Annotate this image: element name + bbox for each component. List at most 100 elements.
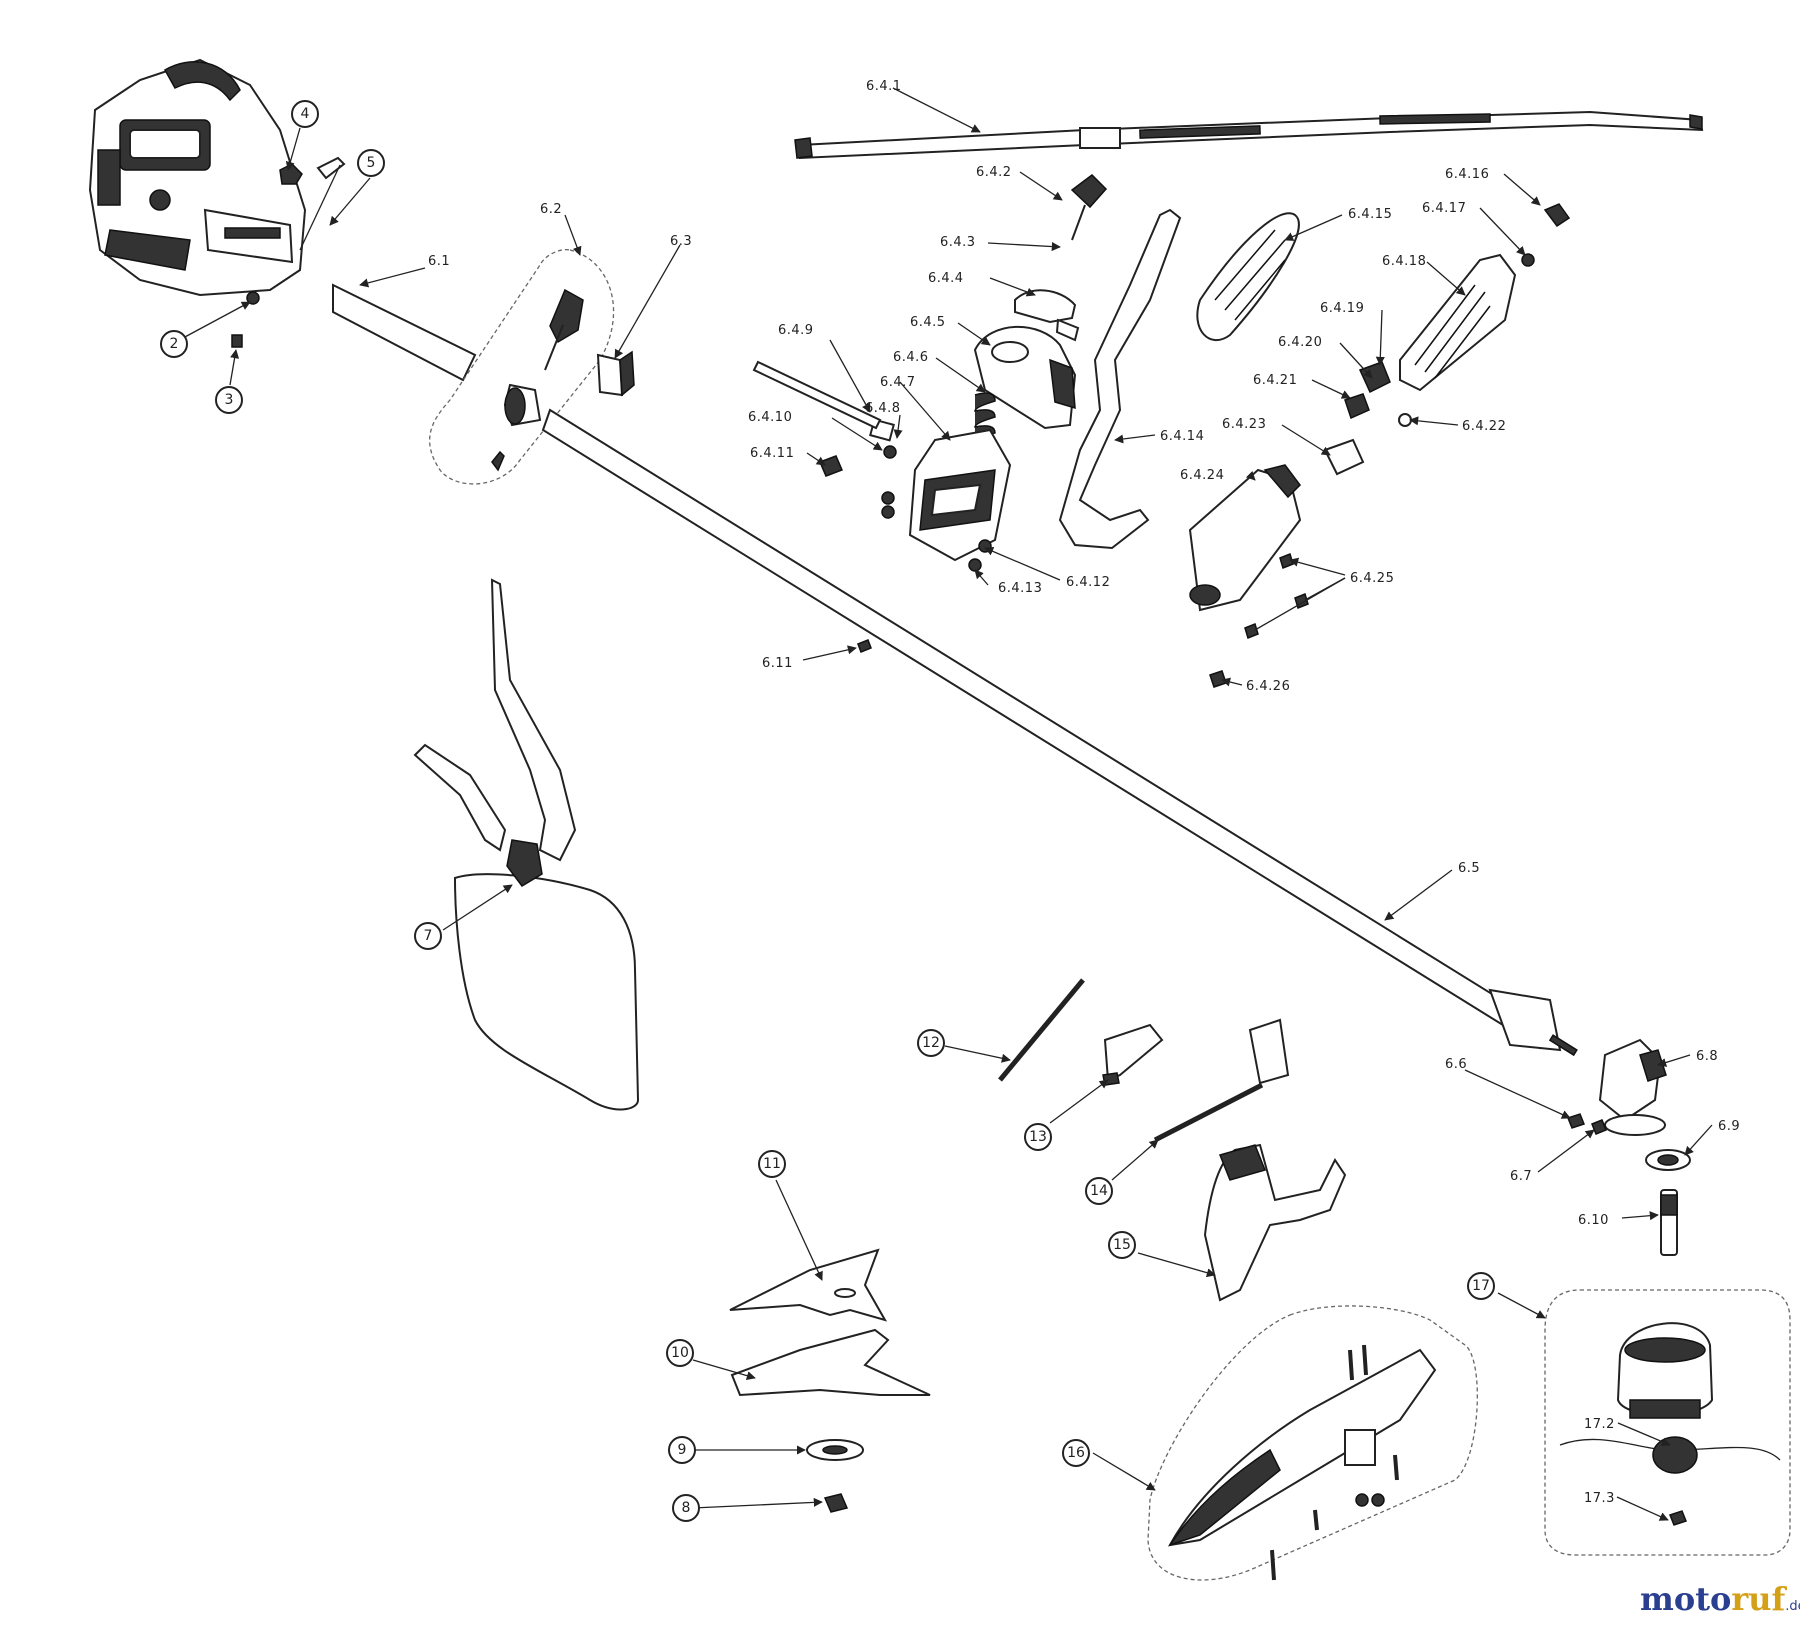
label-6-4-11: 6.4.11 [750, 446, 794, 461]
small-nut-2 [246, 291, 260, 305]
part-11-blade [729, 1248, 888, 1322]
label-6-4-7: 6.4.7 [880, 375, 916, 390]
callout-12: 12 [917, 1029, 945, 1057]
svg-text:13: 13 [1029, 1129, 1047, 1145]
part-17-trimmer-head-group [1544, 1289, 1791, 1556]
parts-6-4-19-to-23 [1323, 361, 1412, 476]
svg-text:5: 5 [367, 155, 376, 171]
svg-text:15: 15 [1113, 1237, 1131, 1253]
shoulder-harness-7 [413, 578, 640, 1111]
label-6-4-22: 6.4.22 [1462, 419, 1506, 434]
part-6-2-group [429, 249, 615, 485]
leader-lines [182, 87, 1713, 1521]
part-13-bracket [1102, 1023, 1164, 1086]
callout-11: 11 [758, 1150, 786, 1178]
part-6-4-9-cable [752, 360, 882, 430]
small-nuts-6-4-12-13 [881, 491, 992, 572]
label-6-4-13: 6.4.13 [998, 581, 1042, 596]
label-6-4-4: 6.4.4 [928, 271, 964, 286]
part-6-4-5-clamp [973, 325, 1077, 430]
part-6-4-17 [1521, 253, 1535, 267]
part-6-6 [1567, 1113, 1585, 1129]
circled-callouts: 2 3 4 5 7 8 9 10 11 12 13 14 15 16 17 [160, 100, 1495, 1522]
label-6-4-21: 6.4.21 [1253, 373, 1297, 388]
label-6-4-16: 6.4.16 [1445, 167, 1489, 182]
svg-text:14: 14 [1090, 1183, 1108, 1199]
part-14-wrench [1153, 1018, 1290, 1143]
label-6-2: 6.2 [540, 202, 562, 217]
part-6-4-6-spring [974, 392, 996, 440]
label-6-4-19: 6.4.19 [1320, 301, 1364, 316]
screws-6-4-25 [1244, 552, 1309, 640]
part-6-7 [1591, 1119, 1607, 1135]
svg-text:motoruf.de: motoruf.de [1640, 1580, 1800, 1618]
label-6-5: 6.5 [1458, 861, 1480, 876]
part-6-4-1-throttle-cable [794, 110, 1704, 160]
motoruf-watermark: motoruf.de [1640, 1580, 1800, 1618]
part-6-4-11 [819, 455, 843, 477]
svg-text:9: 9 [678, 1442, 687, 1458]
svg-text:4: 4 [301, 106, 310, 122]
part-number-labels: 6.4.1 6.4.2 6.4.3 6.4.4 6.4.5 6.4.6 6.4.… [428, 79, 1740, 1506]
part-6-4-18-handle-housing [1399, 253, 1517, 392]
label-6-4-23: 6.4.23 [1222, 417, 1266, 432]
callout-17: 17 [1467, 1272, 1495, 1300]
label-6-4-26: 6.4.26 [1246, 679, 1290, 694]
svg-text:7: 7 [424, 928, 433, 944]
callout-5: 5 [357, 149, 385, 177]
part-16-guard-group [1147, 1305, 1478, 1581]
label-17-3: 17.3 [1584, 1491, 1615, 1506]
part-6-9 [1645, 1149, 1691, 1171]
part-6-3-bracket [596, 350, 635, 397]
callout-4: 4 [291, 100, 319, 128]
label-6-4-9: 6.4.9 [778, 323, 814, 338]
engine-assembly [88, 58, 307, 297]
label-6-6: 6.6 [1445, 1057, 1467, 1072]
label-6-4-17: 6.4.17 [1422, 201, 1466, 216]
watermark-suffix: .de [1785, 1599, 1800, 1614]
label-6-4-25: 6.4.25 [1350, 571, 1394, 586]
callout-13: 13 [1024, 1123, 1052, 1151]
label-6-1: 6.1 [428, 254, 450, 269]
callout-15: 15 [1108, 1231, 1136, 1259]
svg-text:2: 2 [170, 336, 179, 352]
label-6-4-5: 6.4.5 [910, 315, 946, 330]
part-6-5-main-shaft [541, 408, 1578, 1057]
part-6-4-15-grip [1196, 212, 1300, 341]
part-6-4-16 [1543, 203, 1571, 228]
label-6-3: 6.3 [670, 234, 692, 249]
part-6-1-tube [332, 283, 477, 382]
label-6-7: 6.7 [1510, 1169, 1532, 1184]
svg-text:12: 12 [922, 1035, 940, 1051]
gear-head-6-8 [1598, 1038, 1667, 1136]
part-6-4-10 [883, 445, 897, 459]
watermark-part-a: moto [1640, 1580, 1731, 1618]
label-6-4-15: 6.4.15 [1348, 207, 1392, 222]
svg-text:10: 10 [671, 1345, 689, 1361]
label-6-4-8: 6.4.8 [865, 401, 901, 416]
callout-9: 9 [668, 1436, 696, 1464]
callout-2: 2 [160, 330, 188, 358]
part-8-nut [823, 1493, 849, 1513]
svg-text:16: 16 [1067, 1445, 1085, 1461]
part-6-4-7-housing [908, 428, 1012, 562]
label-6-4-20: 6.4.20 [1278, 335, 1322, 350]
callout-8: 8 [672, 1494, 700, 1522]
label-6-4-2: 6.4.2 [976, 165, 1012, 180]
svg-text:11: 11 [763, 1156, 781, 1172]
label-6-4-12: 6.4.12 [1066, 575, 1110, 590]
label-6-9: 6.9 [1718, 1119, 1740, 1134]
part-6-10-shaft [1660, 1189, 1678, 1256]
part-9-washer [806, 1439, 864, 1461]
label-6-4-1: 6.4.1 [866, 79, 902, 94]
cable-end-5 [299, 156, 346, 251]
part-12-rod [998, 978, 1085, 1082]
callout-14: 14 [1085, 1177, 1113, 1205]
label-17-2: 17.2 [1584, 1417, 1615, 1432]
svg-text:17: 17 [1472, 1278, 1490, 1294]
part-6-4-14-handle-bar [1058, 208, 1182, 550]
label-6-4-10: 6.4.10 [748, 410, 792, 425]
screw-6-4-26 [1209, 670, 1227, 688]
part-6-4-4-clamp [1014, 289, 1080, 342]
